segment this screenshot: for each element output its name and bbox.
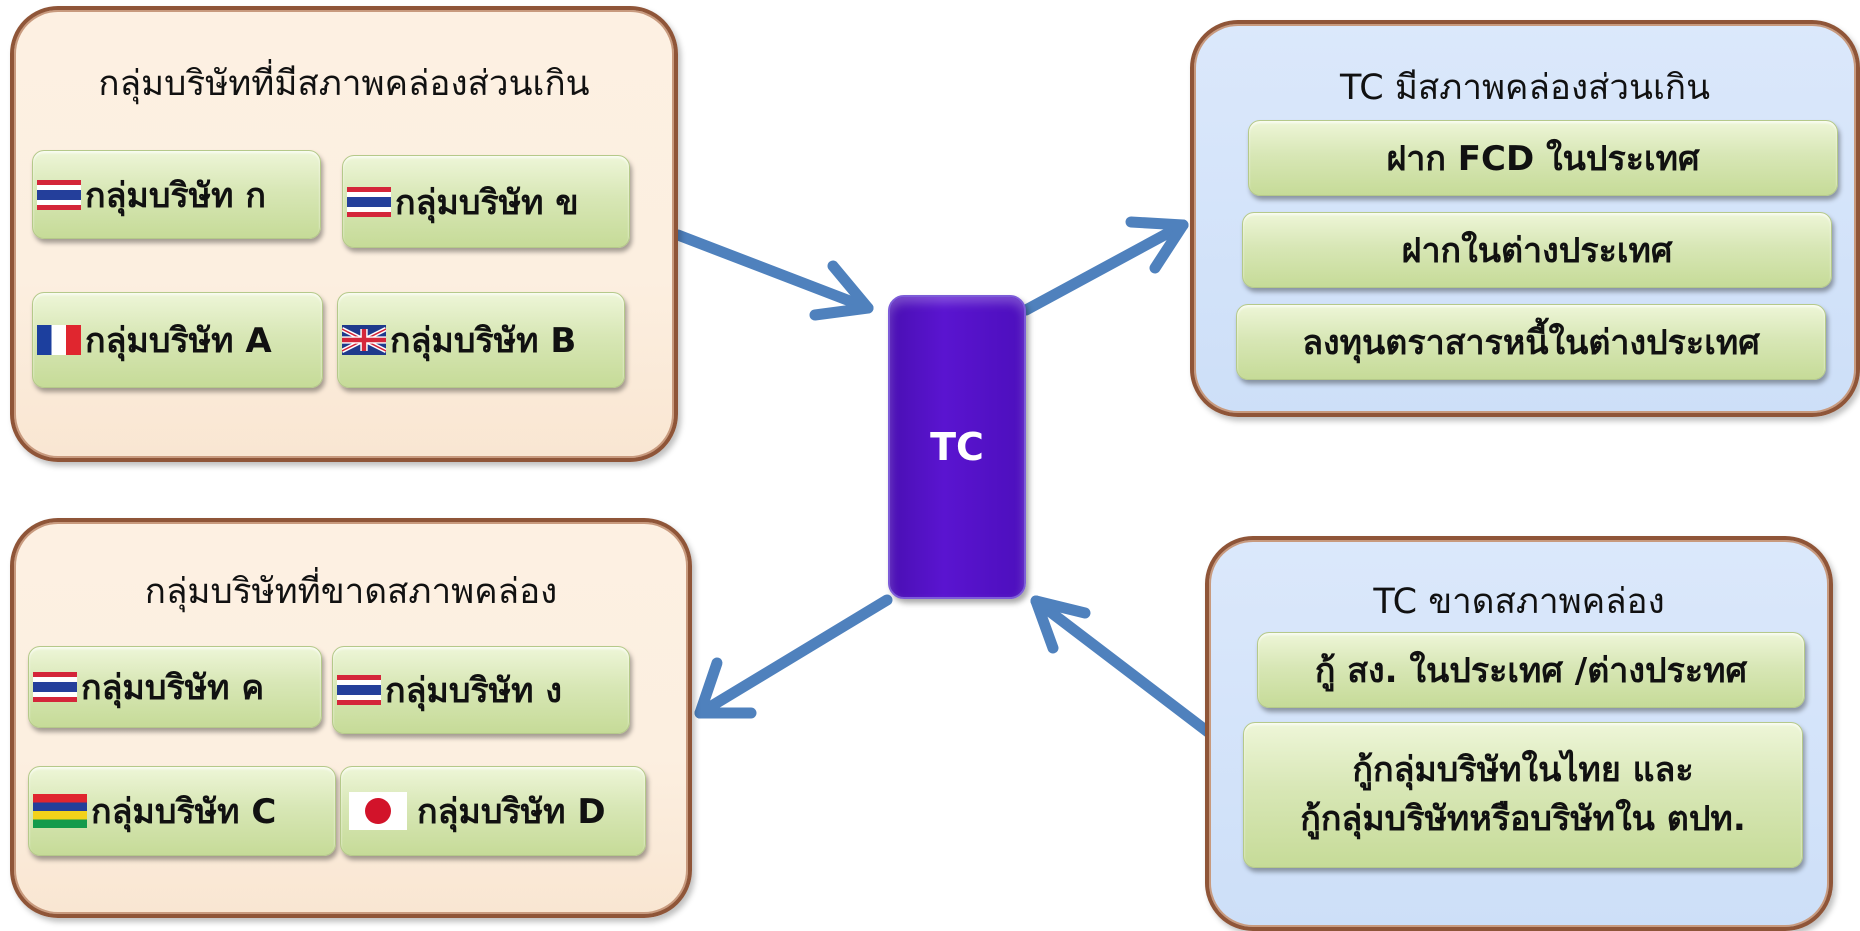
- company-chip: กลุ่มบริษัท D: [340, 766, 646, 856]
- borrowing-label: กู้ สง. ในประเทศ /ต่างประทศ: [1314, 651, 1748, 691]
- company-chip: กลุ่มบริษัท B: [337, 292, 625, 388]
- thailand-flag-icon: [37, 179, 81, 210]
- investment-chip: ฝาก FCD ในประเทศ: [1248, 120, 1838, 196]
- uk-flag-icon: [342, 325, 386, 355]
- company-label: กลุ่มบริษัท B: [390, 321, 577, 361]
- borrowing-chip: กู้ สง. ในประเทศ /ต่างประทศ: [1257, 632, 1805, 708]
- company-label: กลุ่มบริษัท D: [417, 792, 606, 832]
- japan-flag-icon: [349, 792, 407, 830]
- company-label: กลุ่มบริษัท ข: [395, 182, 579, 223]
- mauritius-flag-icon: [33, 794, 87, 828]
- company-chip: กลุ่มบริษัท A: [32, 292, 323, 388]
- tc-deficit-panel: TC ขาดสภาพคล่อง กู้ สง. ในประเทศ /ต่างปร…: [1205, 536, 1833, 931]
- tc-center-node: TC: [888, 295, 1026, 599]
- panel-title: TC มีสภาพคล่องส่วนเกิน: [1339, 68, 1711, 108]
- company-chip: กลุ่มบริษัท ค: [28, 646, 322, 728]
- thailand-flag-icon: [33, 672, 77, 702]
- company-chip: กลุ่มบริษัท C: [28, 766, 336, 856]
- panel-title: กลุ่มบริษัทที่มีสภาพคล่องส่วนเกิน: [98, 64, 590, 104]
- arrow-tc-to-deficit: [694, 594, 893, 719]
- company-label: กลุ่มบริษัท C: [91, 792, 277, 832]
- tc-label: TC: [930, 425, 984, 469]
- thailand-flag-icon: [337, 675, 381, 705]
- deficit-companies-panel: กลุ่มบริษัทที่ขาดสภาพคล่อง กลุ่มบริษัท ค…: [10, 518, 692, 918]
- company-chip: กลุ่มบริษัท ง: [332, 646, 630, 734]
- arrow-surplus-to-tc: [672, 229, 874, 321]
- borrowing-chip: กู้กลุ่มบริษัทในไทย และ กู้กลุ่มบริษัทหร…: [1243, 722, 1803, 868]
- investment-label: ลงทุนตราสารหนี้ในต่างประเทศ: [1302, 323, 1760, 363]
- france-flag-icon: [37, 325, 81, 355]
- company-chip: กลุ่มบริษัท ข: [342, 155, 630, 248]
- surplus-companies-panel: กลุ่มบริษัทที่มีสภาพคล่องส่วนเกิน กลุ่มบ…: [10, 6, 678, 462]
- investment-chip: ฝากในต่างประเทศ: [1242, 212, 1832, 288]
- borrowing-label: กู้กลุ่มบริษัทหรือบริษัทใน ตปท.: [1300, 799, 1746, 839]
- company-label: กลุ่มบริษัท A: [85, 321, 272, 361]
- company-label: กลุ่มบริษัท ก: [85, 175, 266, 216]
- panel-title: TC ขาดสภาพคล่อง: [1373, 582, 1665, 622]
- company-label: กลุ่มบริษัท ง: [385, 671, 562, 711]
- investment-label: ฝาก FCD ในประเทศ: [1386, 139, 1700, 179]
- borrowing-label: กู้กลุ่มบริษัทในไทย และ: [1352, 749, 1694, 790]
- company-label: กลุ่มบริษัท ค: [81, 668, 265, 708]
- investment-label: ฝากในต่างประเทศ: [1401, 231, 1673, 271]
- company-chip: กลุ่มบริษัท ก: [32, 150, 321, 239]
- investment-chip: ลงทุนตราสารหนี้ในต่างประเทศ: [1236, 304, 1826, 380]
- panel-title: กลุ่มบริษัทที่ขาดสภาพคล่อง: [144, 572, 558, 612]
- arrow-borrowing-to-tc: [1030, 595, 1214, 738]
- thailand-flag-icon: [347, 186, 391, 217]
- arrow-tc-to-investments: [1020, 216, 1189, 316]
- tc-surplus-panel: TC มีสภาพคล่องส่วนเกิน ฝาก FCD ในประเทศ …: [1190, 20, 1860, 417]
